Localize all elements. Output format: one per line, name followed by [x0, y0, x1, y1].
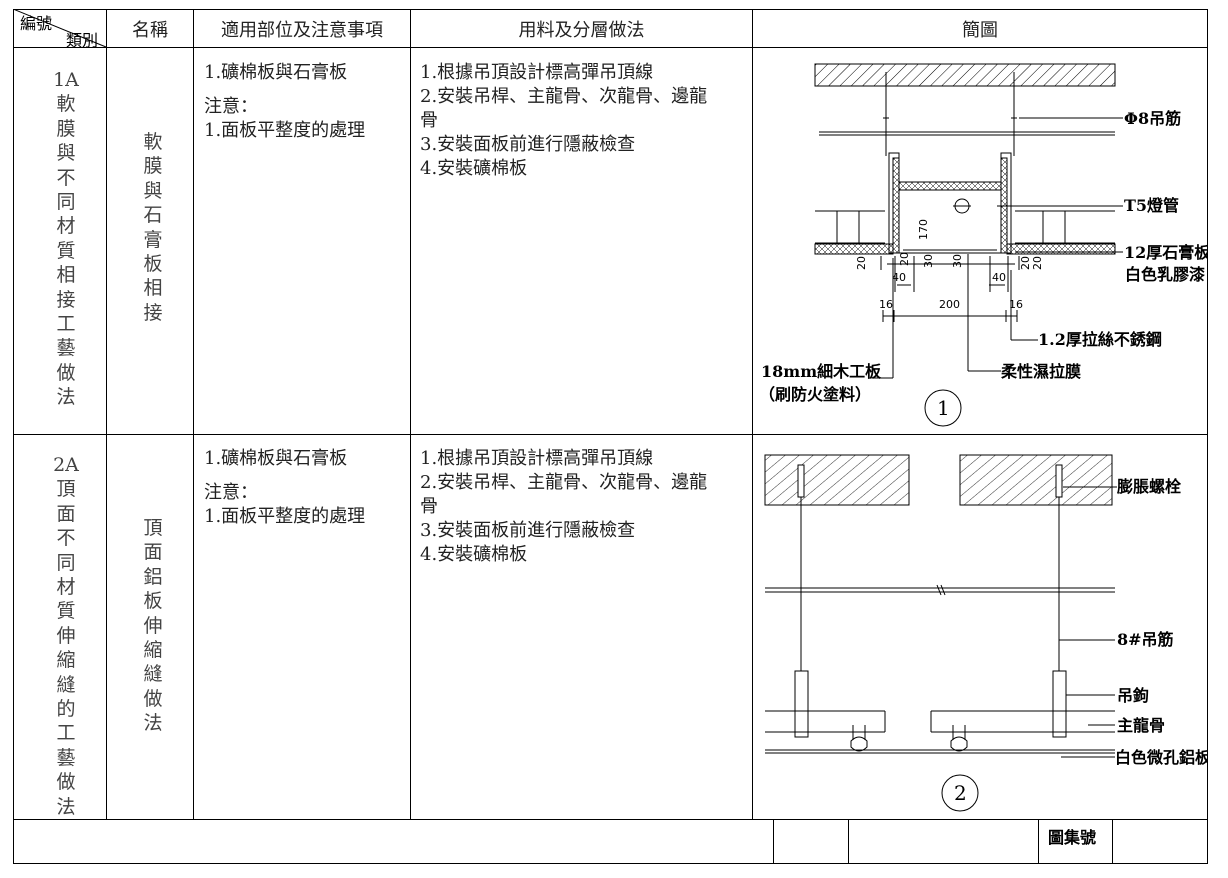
- dim-16b: 16: [1009, 298, 1023, 311]
- footer-col-3: [1038, 819, 1039, 864]
- label-panel: 白色微孔鋁板: [1115, 748, 1207, 767]
- footer-col-2: [848, 819, 849, 864]
- row2-note-4: 1.面板平整度的處理: [204, 506, 366, 527]
- header-method: 用料及分層做法: [518, 19, 645, 41]
- footer-divider: [13, 819, 1208, 820]
- row1-step-2b: 骨: [420, 110, 438, 131]
- header-code: 編號: [20, 14, 53, 33]
- footer-col-1: [773, 819, 774, 864]
- slab-hatch: [814, 63, 1116, 87]
- row1-notes: 1.礦棉板與石膏板 注意： 1.面板平整度的處理: [204, 61, 365, 143]
- detail-number-1: 1: [937, 396, 950, 420]
- row1-method: 1.根據吊頂設計標高彈吊頂線 2.安裝吊桿、主龍骨、次龍骨、邊龍 骨 3.安裝面…: [420, 61, 707, 181]
- label-hook: 吊鉤: [1117, 686, 1149, 705]
- row2-step-4: 4.安裝礦棉板: [420, 544, 528, 565]
- dim-20a: 20: [855, 256, 868, 270]
- row2-step-2: 2.安裝吊桿、主龍骨、次龍骨、邊龍: [420, 472, 708, 493]
- dim-170: 170: [917, 219, 930, 240]
- corner-diagonal: [13, 9, 107, 48]
- detail-marker-2: [941, 774, 979, 812]
- label-steel: 1.2厚拉絲不銹鋼: [1038, 330, 1162, 349]
- row2-name-text: 頂面鋁板伸縮縫做法: [143, 517, 163, 735]
- hook-left: [794, 670, 809, 738]
- label-bolt: 膨脹螺栓: [1117, 477, 1182, 496]
- dim-16a: 16: [879, 298, 893, 311]
- row2-code-category: 2A 頂面不同材質伸縮縫的工藝做法: [52, 453, 80, 819]
- table-border-bottom: [13, 863, 1208, 864]
- header-diagram: 簡圖: [962, 19, 998, 41]
- row2-step-1: 1.根據吊頂設計標高彈吊頂線: [420, 448, 654, 469]
- dim-200: 200: [939, 298, 960, 311]
- label-gypsum: 12厚石膏板: [1124, 243, 1207, 262]
- row1-step-4: 4.安裝礦棉板: [420, 158, 528, 179]
- row2-step-2b: 骨: [420, 496, 438, 517]
- detail-marker-1: [924, 389, 962, 427]
- col-line-3: [410, 9, 411, 820]
- row1-note-2: [204, 85, 365, 95]
- slab-right: [959, 454, 1113, 506]
- table-border-left: [13, 9, 14, 864]
- diagram-2-aluminum-expansion-joint: 膨脹螺栓 8#吊筋 吊鉤 主龍骨 白色微孔鋁板 2: [764, 454, 1207, 812]
- slab-left: [764, 454, 910, 506]
- dim-30b: 30: [951, 254, 964, 268]
- dim-20b: 20: [898, 252, 911, 266]
- table-border-top: [13, 9, 1208, 10]
- row1-step-1: 1.根據吊頂設計標高彈吊頂線: [420, 62, 654, 83]
- row1-code-category: 1A 軟膜與不同材質相接工藝做法: [52, 68, 80, 410]
- row2-method: 1.根據吊頂設計標高彈吊頂線 2.安裝吊桿、主龍骨、次龍骨、邊龍 骨 3.安裝面…: [420, 447, 707, 567]
- drawing-set-number-label: 圖集號: [1048, 828, 1097, 847]
- row2-note-2: [204, 471, 365, 481]
- hook-right: [1052, 670, 1067, 738]
- row1-step-3: 3.安裝面板前進行隱蔽檢查: [420, 134, 636, 155]
- row1-name: 軟膜與石膏板相接: [138, 130, 168, 325]
- label-rod: Φ8吊筋: [1124, 109, 1181, 128]
- header-category: 類別: [66, 31, 99, 50]
- row2-name: 頂面鋁板伸縮縫做法: [138, 516, 168, 736]
- label-lamp: T5燈管: [1124, 196, 1179, 215]
- header-name: 名稱: [132, 19, 168, 41]
- row-divider: [13, 434, 1208, 435]
- diagram-1-soft-film-joint: Φ8吊筋 T5燈管 12厚石膏板 白色乳膠漆 1.2厚拉絲不銹鋼 柔性濕拉膜 1…: [759, 63, 1207, 427]
- col-line-1: [106, 9, 107, 820]
- dim-20c: 20: [1019, 256, 1032, 270]
- row1-note-1: 1.礦棉板與石膏板: [204, 62, 348, 83]
- row2-notes: 1.礦棉板與石膏板 注意： 1.面板平整度的處理: [204, 447, 365, 529]
- row2-code: 2A: [53, 454, 79, 476]
- row2-category: 頂面不同材質伸縮縫的工藝做法: [56, 478, 76, 818]
- dim-30a: 30: [922, 254, 935, 268]
- label-board: 18mm細木工板: [761, 362, 882, 381]
- label-main-keel: 主龍骨: [1117, 716, 1165, 735]
- row1-step-2: 2.安裝吊桿、主龍骨、次龍骨、邊龍: [420, 86, 708, 107]
- dim-40a: 40: [892, 271, 906, 284]
- label-film: 柔性濕拉膜: [1000, 362, 1081, 381]
- detail-number-2: 2: [954, 781, 967, 805]
- box-outline: [888, 152, 1012, 254]
- dim-20d: 20: [1031, 256, 1044, 270]
- row2-note-1: 1.礦棉板與石膏板: [204, 448, 348, 469]
- table-border-right: [1207, 9, 1208, 864]
- row1-category: 軟膜與不同材質相接工藝做法: [56, 93, 76, 409]
- col-line-4: [752, 9, 753, 820]
- dim-40b: 40: [992, 271, 1006, 284]
- footer-col-4: [1112, 819, 1113, 864]
- row2-step-3: 3.安裝面板前進行隱蔽檢查: [420, 520, 636, 541]
- col-line-2: [193, 9, 194, 820]
- row1-name-text: 軟膜與石膏板相接: [143, 131, 163, 324]
- label-paint: 白色乳膠漆: [1125, 265, 1205, 284]
- label-rod-8: 8#吊筋: [1117, 630, 1174, 649]
- box-board: [898, 181, 1002, 191]
- row1-code: 1A: [53, 69, 79, 91]
- label-board-note: （刷防火塗料）: [759, 385, 871, 404]
- header-notes: 適用部位及注意事項: [221, 19, 383, 41]
- row1-note-3: 注意：: [204, 96, 258, 117]
- row2-note-3: 注意：: [204, 482, 258, 503]
- row1-note-4: 1.面板平整度的處理: [204, 120, 366, 141]
- header-divider: [13, 47, 1208, 48]
